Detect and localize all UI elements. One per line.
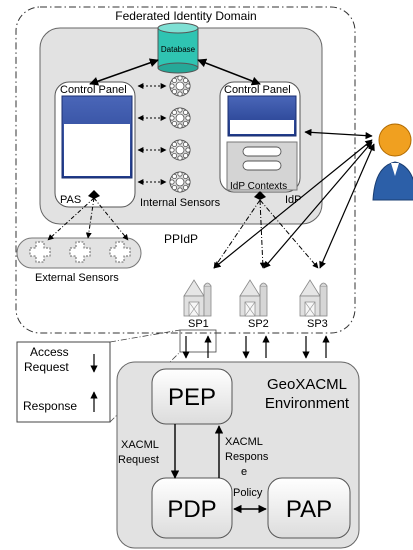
pep-label: PEP: [168, 384, 216, 411]
geoxacml-title-line-2: Environment: [265, 395, 350, 412]
internal-sensors-label: Internal Sensors: [140, 197, 221, 209]
xacml-request-line-1: XACML: [121, 439, 159, 451]
xacml-response-line-3: e: [241, 466, 247, 478]
idp-panel-title: Control Panel: [224, 84, 291, 96]
ppidp-label: PPIdP: [164, 232, 198, 246]
legend-access-line-2: Request: [24, 360, 69, 374]
sp2-label: SP2: [248, 318, 269, 330]
sensor-icon: [169, 139, 191, 161]
database-label: Database: [161, 45, 196, 54]
policy-label: Policy: [233, 487, 263, 499]
pas-panel-screen: [64, 124, 130, 176]
sp3-label: SP3: [307, 318, 328, 330]
idp-context-slot: [242, 160, 282, 171]
pap-box: [267, 477, 351, 539]
legend-response: Response: [23, 399, 77, 413]
legend-access-line-1: Access: [30, 345, 69, 359]
farm-icon: [183, 279, 212, 317]
pas-label: PAS: [60, 194, 81, 206]
farm-icon: [239, 279, 268, 317]
xacml-response-line-2: Respons: [225, 451, 269, 463]
geoxacml-title-line-1: GeoXACML: [267, 376, 347, 393]
user-sp3-link: [319, 143, 375, 269]
federated-domain-title: Federated Identity Domain: [115, 9, 256, 23]
db-idp-link: [197, 58, 261, 86]
sp1-label: SP1: [188, 318, 209, 330]
xacml-response-line-1: XACML: [225, 436, 263, 448]
idp-context-slot: [242, 146, 282, 157]
sensor-icon: [169, 171, 191, 193]
pdp-label: PDP: [167, 496, 216, 523]
idp-contexts-label: IdP Contexts: [230, 181, 287, 192]
db-pas-link: [89, 58, 159, 86]
sensor-icon: [169, 107, 191, 129]
xacml-request-line-2: Request: [118, 454, 159, 466]
external-sensors-label: External Sensors: [35, 272, 119, 284]
sensor-icon: [169, 75, 191, 97]
user-idp-link: [304, 128, 373, 140]
user-icon: [372, 123, 413, 201]
internal-sensors: [137, 75, 191, 193]
service-provider-3: SP3: [299, 279, 328, 330]
idp-panel-screen: [230, 120, 294, 134]
pas-panel-title: Control Panel: [60, 84, 127, 96]
service-provider-2: SP2: [239, 279, 269, 330]
farm-icon: [299, 279, 328, 317]
pdp-box: [151, 477, 233, 539]
pep-box: [151, 368, 233, 425]
pap-label: PAP: [286, 496, 332, 523]
database-icon: Database: [157, 22, 199, 74]
service-provider-1: SP1: [183, 279, 212, 330]
